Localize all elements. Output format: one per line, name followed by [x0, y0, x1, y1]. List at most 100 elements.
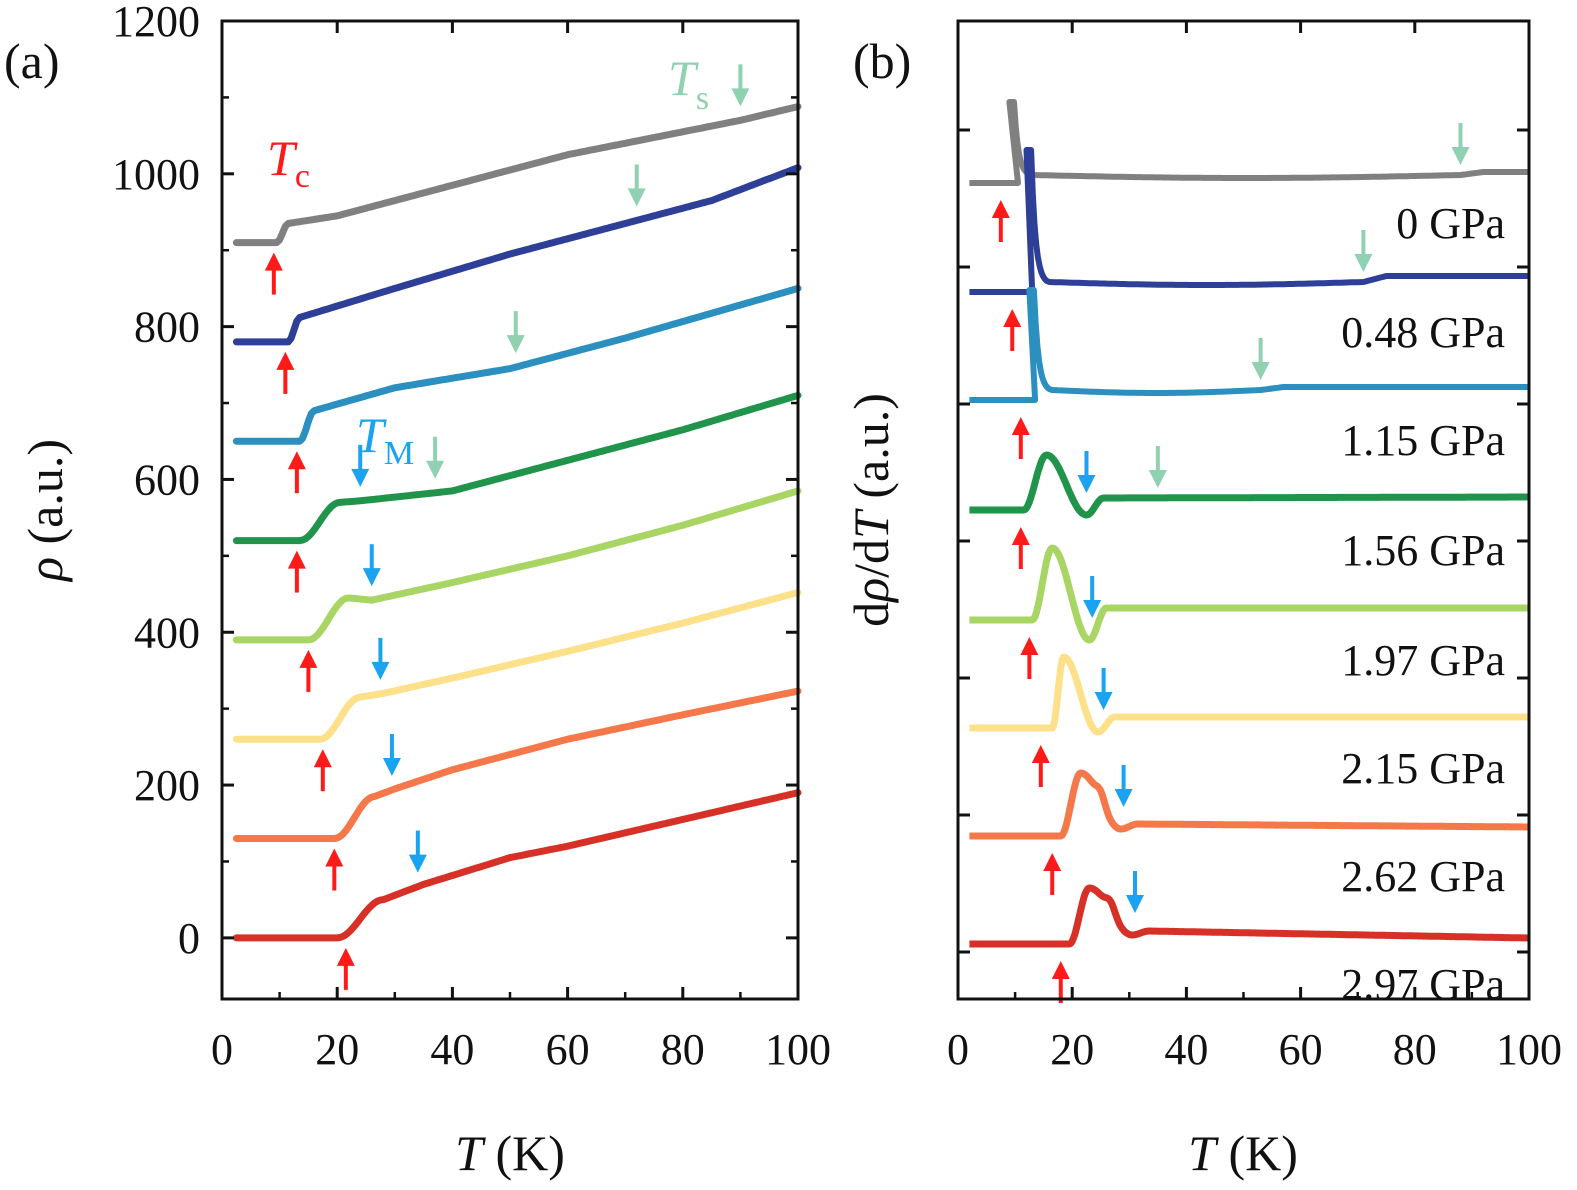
b-line: [967, 451, 1532, 519]
a-tc-arrow-0p48-gpa: [276, 351, 295, 394]
b-ts-arrow-1p15-gpa: [1251, 338, 1270, 380]
panel-a-arrows: [264, 64, 750, 990]
a-series-2p62-gpa: [232, 687, 802, 842]
pressure-label-2p97-gpa: 2.97 GPa: [1341, 960, 1505, 1009]
a-tc-arrow-1p56-gpa: [287, 550, 306, 593]
b-line: [968, 99, 1530, 186]
b-tc-arrow-2p62-gpa: [1043, 853, 1062, 895]
panel-b-label: (b): [853, 33, 911, 89]
pressure-label-1p97-gpa: 1.97 GPa: [1341, 636, 1505, 685]
b-tc-arrow-1p56-gpa: [1011, 527, 1030, 569]
a-x-tick-label: 0: [211, 1025, 233, 1074]
a-x-tick-label: 20: [315, 1025, 359, 1074]
a-tc-arrow-1p97-gpa: [299, 649, 318, 692]
a-tc-arrow-1p15-gpa: [287, 451, 306, 494]
pressure-label-0p48-gpa: 0.48 GPa: [1341, 308, 1505, 357]
panel-b-x-axis-label: T (K): [1188, 1125, 1298, 1181]
b-series-2p62-gpa: [967, 769, 1532, 840]
tm-annotation: TM: [356, 407, 414, 472]
a-x-tick-label: 60: [546, 1025, 590, 1074]
a-series-1p97-gpa: [232, 487, 802, 644]
a-y-tick-label: 200: [134, 761, 200, 810]
b-tm-arrow-2p97-gpa: [1126, 871, 1145, 913]
panel-b: (b) 0 GPa 0.48 GPa 1.15 GPa 1.56 GPa 1.97 GP…: [843, 19, 1562, 1181]
panel-a-curves: [232, 103, 802, 942]
a-tm-arrow-1p56-gpa: [351, 444, 370, 487]
a-y-tick-label: 1200: [112, 0, 200, 46]
panel-b-ticks: 0 20 40 60 80 100: [947, 21, 1562, 1074]
b-tm-arrow-1p56-gpa: [1077, 451, 1096, 493]
b-tm-arrow-2p15-gpa: [1094, 668, 1113, 710]
a-series-1p15-gpa: [232, 284, 802, 445]
b-tc-arrow-2p15-gpa: [1031, 745, 1050, 787]
pressure-label-2p15-gpa: 2.15 GPa: [1341, 744, 1505, 793]
a-series-2p15-gpa: [232, 589, 802, 743]
b-ts-arrow-0-gpa: [1451, 123, 1470, 165]
panel-b-y-axis-label: dρ/dT (a.u.): [843, 393, 899, 627]
b-x-tick-label: 100: [1496, 1025, 1562, 1074]
a-tm-arrow-2p15-gpa: [371, 637, 390, 680]
panel-b-pressure-labels: 0 GPa 0.48 GPa 1.15 GPa 1.56 GPa 1.97 GPa 2.1…: [1341, 199, 1505, 1009]
a-tc-arrow-2p97-gpa: [336, 947, 355, 990]
b-series-0p48-gpa: [968, 147, 1530, 295]
a-tm-arrow-2p97-gpa: [408, 830, 427, 873]
a-tc-arrow-2p15-gpa: [313, 749, 332, 792]
b-series-0-gpa: [968, 99, 1530, 186]
panel-a-label: (a): [4, 33, 60, 89]
a-series-2p97-gpa: [232, 789, 802, 942]
b-series-2p15-gpa: [967, 653, 1532, 736]
b-series-1p15-gpa: [968, 287, 1530, 403]
a-tc-arrow-2p62-gpa: [325, 848, 344, 891]
b-tm-arrow-2p62-gpa: [1114, 765, 1133, 807]
b-ts-arrow-1p56-gpa: [1148, 446, 1167, 488]
a-ts-arrow-0p48-gpa: [627, 164, 646, 207]
pressure-label-0-gpa: 0 GPa: [1396, 199, 1505, 248]
a-y-tick-label: 0: [178, 914, 200, 963]
tc-annotation: Tc: [267, 130, 310, 195]
a-series-0-gpa: [232, 103, 802, 247]
panel-b-arrows: [991, 123, 1470, 1003]
a-x-tick-label: 80: [661, 1025, 705, 1074]
b-line: [967, 884, 1532, 948]
b-tc-arrow-2p97-gpa: [1051, 961, 1070, 1003]
b-x-tick-label: 0: [947, 1025, 969, 1074]
a-tm-arrow-1p97-gpa: [362, 544, 381, 587]
a-x-tick-label: 100: [765, 1025, 831, 1074]
a-y-tick-label: 800: [134, 303, 200, 352]
b-x-tick-label: 20: [1050, 1025, 1094, 1074]
b-x-tick-label: 40: [1164, 1025, 1208, 1074]
b-tc-arrow-1p97-gpa: [1020, 637, 1039, 679]
panel-a-x-axis-label: T (K): [455, 1125, 565, 1181]
panel-a-y-axis-label: ρ (a.u.): [17, 439, 73, 583]
a-tc-arrow-0-gpa: [264, 252, 283, 295]
a-ts-arrow-0-gpa: [731, 64, 750, 107]
b-x-tick-label: 60: [1279, 1025, 1323, 1074]
pressure-label-1p56-gpa: 1.56 GPa: [1341, 526, 1505, 575]
a-x-tick-label: 40: [430, 1025, 474, 1074]
b-series-1p97-gpa: [967, 544, 1532, 644]
pressure-label-1p15-gpa: 1.15 GPa: [1341, 416, 1505, 465]
b-ts-arrow-0p48-gpa: [1354, 230, 1373, 272]
pressure-label-2p62-gpa: 2.62 GPa: [1341, 852, 1505, 901]
b-line: [968, 147, 1530, 295]
b-x-tick-label: 80: [1393, 1025, 1437, 1074]
ts-annotation: Ts: [668, 50, 709, 117]
b-series-1p56-gpa: [967, 451, 1532, 519]
b-line: [967, 769, 1532, 840]
b-series-2p97-gpa: [967, 884, 1532, 948]
panel-b-curves: [967, 99, 1532, 948]
a-series-0p48-gpa: [232, 164, 802, 346]
b-tc-arrow-1p15-gpa: [1011, 417, 1030, 459]
a-ts-arrow-1p56-gpa: [426, 436, 445, 479]
b-line: [968, 287, 1530, 403]
a-ts-arrow-1p15-gpa: [506, 311, 525, 354]
b-line: [967, 544, 1532, 644]
b-tc-arrow-0p48-gpa: [1003, 309, 1022, 351]
a-y-tick-label: 600: [134, 455, 200, 504]
a-y-tick-label: 1000: [112, 150, 200, 199]
a-tm-arrow-2p62-gpa: [382, 733, 401, 776]
b-tc-arrow-0-gpa: [991, 200, 1010, 242]
